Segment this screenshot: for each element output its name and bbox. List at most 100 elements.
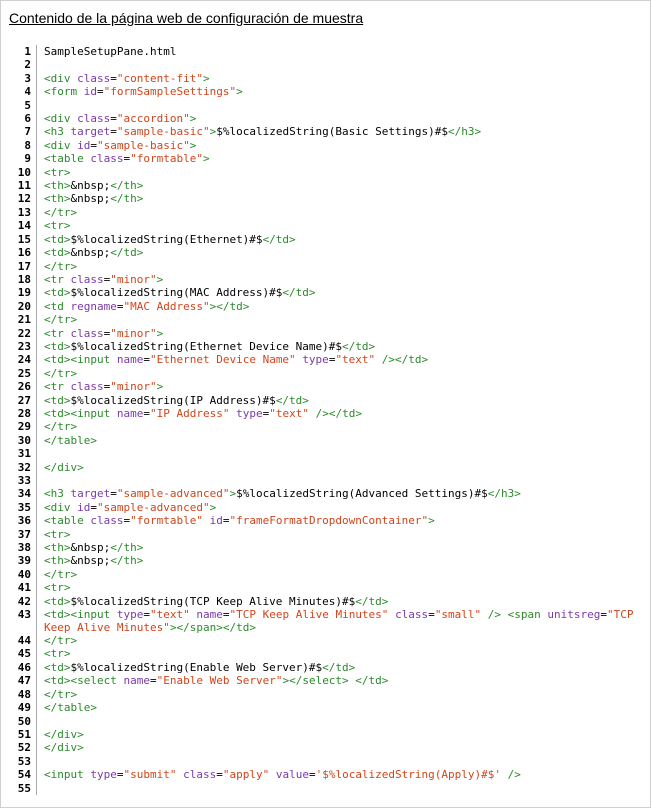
code-token: class <box>77 71 111 85</box>
gutter-divider <box>36 420 37 434</box>
code-line: 42 <td>$%localizedString(TCP Keep Alive M… <box>1 594 650 609</box>
gutter-divider <box>36 687 37 702</box>
code-line: 49</table> <box>1 701 650 715</box>
code-line: 29</tr> <box>1 420 650 434</box>
code-token: <td><input <box>44 608 117 622</box>
code-text: <td>$%localizedString(Enable Web Server)… <box>37 661 650 674</box>
code-token: id <box>77 138 91 152</box>
line-number: 54 <box>17 768 31 782</box>
line-number: 5 <box>24 98 31 112</box>
code-text: <tr> <box>37 528 650 541</box>
code-token: </div> <box>44 727 84 741</box>
code-token: regname <box>70 299 117 313</box>
code-line: 24<td><input name="Ethernet Device Name"… <box>1 353 650 367</box>
code-token: > <box>189 138 197 152</box>
code-text: </tr> <box>37 260 650 273</box>
code-token: class <box>395 608 429 622</box>
code-token: ></span></td> <box>169 621 256 635</box>
line-number: 16 <box>17 246 31 260</box>
code-token: = <box>110 71 117 85</box>
code-text: </table> <box>37 434 650 447</box>
gutter-divider <box>36 219 37 233</box>
code-line: 14<tr> <box>1 219 650 233</box>
code-text: <td>$%localizedString(TCP Keep Alive Min… <box>37 595 650 608</box>
line-number: 42 <box>17 594 31 608</box>
code-token: <td> <box>44 393 71 407</box>
code-token: "frameFormatDropdownContainer" <box>229 514 429 528</box>
code-token: </td> <box>342 339 376 353</box>
code-token: = <box>90 138 97 152</box>
code-line: 37<tr> <box>1 527 650 542</box>
line-number: 38 <box>17 541 31 555</box>
code-token: "sample-advanced" <box>97 500 210 514</box>
gutter-divider <box>36 205 37 220</box>
code-token: > <box>202 71 210 85</box>
code-text: <tr> <box>37 581 650 594</box>
line-number: 53 <box>17 754 31 768</box>
gutter-divider <box>36 581 37 595</box>
line-number: 18 <box>17 272 31 286</box>
code-token: </table> <box>44 701 97 715</box>
code-token: = <box>308 768 316 782</box>
code-token: <td><input <box>44 406 117 420</box>
page-title: Contenido de la página web de configurac… <box>9 10 364 26</box>
gutter-divider <box>36 433 37 448</box>
code-token: "Enable Web Server" <box>156 674 283 688</box>
code-text: <td><input name="IP Address" type="text"… <box>37 407 650 420</box>
code-text: <tr> <box>37 647 650 660</box>
code-token: <th> <box>44 179 71 193</box>
gutter-divider <box>36 487 37 501</box>
code-token: = <box>90 500 97 514</box>
code-line: 40</tr> <box>1 567 650 582</box>
code-token: </div> <box>44 741 84 755</box>
gutter-divider <box>36 138 37 153</box>
code-token: "text" <box>269 406 309 420</box>
code-token: </tr> <box>44 634 78 648</box>
code-token: > <box>236 85 243 99</box>
line-number: 14 <box>17 219 31 233</box>
line-number: 22 <box>17 326 31 340</box>
code-token: name <box>196 608 223 622</box>
code-token: &nbsp; <box>70 179 111 193</box>
code-text: <table class="formtable" id="frameFormat… <box>37 514 650 527</box>
code-text: <th>&nbsp;</th> <box>37 541 650 554</box>
code-line: 21</tr> <box>1 313 650 327</box>
gutter-divider <box>36 647 37 661</box>
code-token: "text" <box>149 608 190 622</box>
gutter-divider <box>36 192 37 206</box>
gutter-divider <box>36 741 37 755</box>
code-token: $%localizedString(Ethernet)#$ <box>70 232 263 246</box>
code-line: 26<tr class="minor"> <box>1 380 650 394</box>
code-token: </tr> <box>44 205 78 219</box>
code-token: </tr> <box>44 420 78 434</box>
code-token <box>203 514 210 527</box>
gutter-divider <box>36 232 37 247</box>
code-token: </td> <box>275 393 309 407</box>
code-token: <th> <box>44 192 71 206</box>
code-token: ></td> <box>209 299 250 313</box>
code-line: 48</tr> <box>1 687 650 702</box>
code-token: </table> <box>44 433 97 447</box>
code-text <box>37 782 650 795</box>
code-token: "IP Address" <box>149 406 230 420</box>
code-token: target <box>70 487 111 501</box>
gutter-divider <box>36 500 37 515</box>
line-number: 3 <box>24 71 31 85</box>
code-token: class <box>70 380 104 394</box>
line-number: 39 <box>17 554 31 568</box>
code-line: 54<input type="submit" class="apply" val… <box>1 768 650 782</box>
code-token: = <box>262 406 270 420</box>
code-token: $%localizedString(MAC Address)#$ <box>70 286 283 300</box>
line-number: 21 <box>17 313 31 327</box>
code-token: </tr> <box>44 366 78 380</box>
code-token: <td> <box>44 246 71 260</box>
code-text: </tr> <box>37 634 650 647</box>
code-token: </th> <box>110 554 144 568</box>
code-token: <tr <box>44 326 71 340</box>
code-token: = <box>222 608 230 622</box>
line-number: 28 <box>17 406 31 420</box>
code-text: <td><input type="text" name="TCP Keep Al… <box>37 608 650 634</box>
line-number: 10 <box>17 165 31 179</box>
code-token: <tr> <box>44 647 71 661</box>
line-number: 43 <box>17 608 31 622</box>
